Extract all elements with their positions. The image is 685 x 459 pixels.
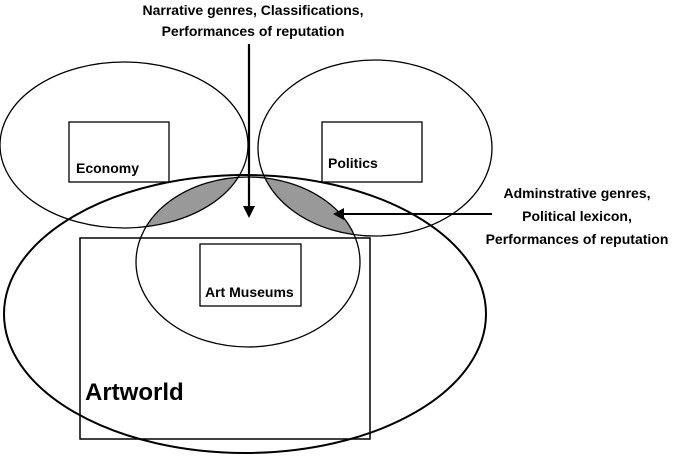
artworld-rectangle: [79, 237, 371, 440]
artworld-ellipse: [3, 174, 487, 454]
politics-ellipse: [257, 59, 493, 237]
politics-box: [321, 121, 423, 183]
top-annotation-line1: Narrative genres, Classifications,: [143, 2, 364, 18]
right-annotation-line3: Performances of reputation: [486, 231, 669, 247]
right-annotation-line2: Political lexicon,: [522, 208, 632, 224]
politics-label: Politics: [328, 155, 378, 171]
top-annotation-line2: Performances of reputation: [162, 23, 345, 39]
top-arrow: [243, 44, 255, 218]
right-annotation-line1: Adminstrative genres,: [503, 185, 650, 201]
right-arrow: [333, 208, 492, 220]
art-museums-box: [199, 243, 302, 307]
economy-box: [68, 121, 170, 183]
art-museums-label: Art Museums: [205, 284, 294, 300]
economy-label: Economy: [76, 160, 139, 176]
artworld-label: Artworld: [85, 379, 184, 406]
